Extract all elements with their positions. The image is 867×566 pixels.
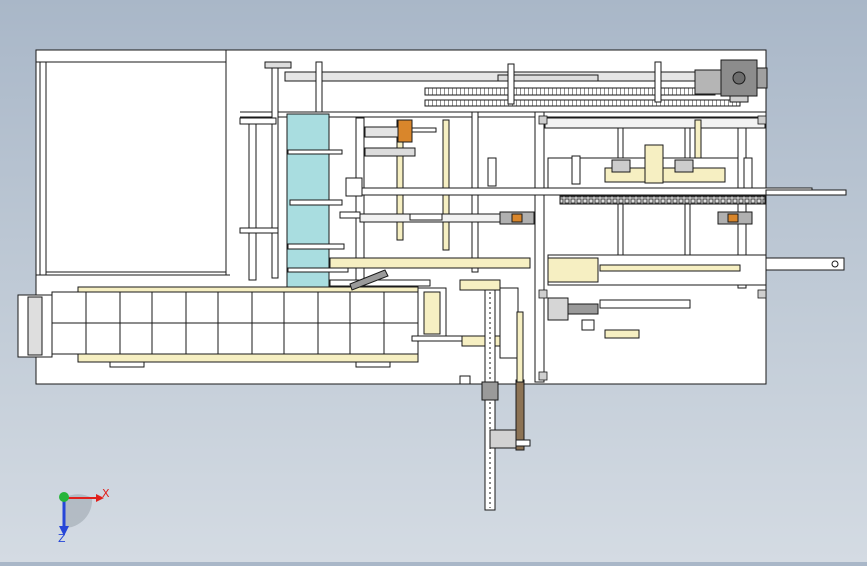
motor-icon (694, 59, 768, 103)
right-carriage (487, 144, 753, 189)
xyz-triad-icon (59, 492, 104, 536)
cyan-plate (239, 113, 349, 291)
z-axis-label: Z (58, 532, 66, 545)
right-lower-assembly (547, 189, 847, 339)
vertical-rail (459, 289, 531, 511)
x-axis-label: X (102, 487, 110, 500)
corner-bolts (538, 115, 767, 381)
cylinder-assembly (345, 119, 437, 197)
conveyor-bed (17, 286, 419, 368)
center-mechanism (329, 257, 531, 359)
top-rails (240, 61, 766, 129)
